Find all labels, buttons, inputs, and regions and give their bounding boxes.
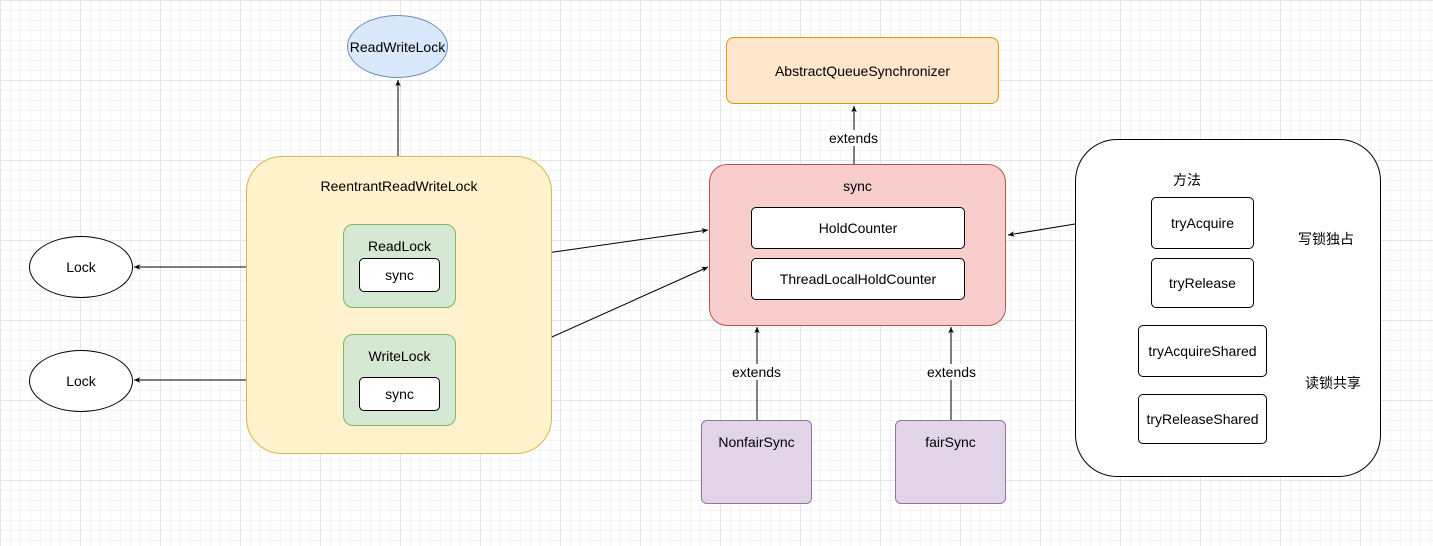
readlock-label: ReadLock (367, 238, 432, 254)
readwritelock-label: ReadWriteLock (349, 38, 446, 55)
holdcounter-label: HoldCounter (818, 220, 898, 236)
extends-label-aqs: extends (827, 130, 881, 146)
holdcounter-box[interactable]: HoldCounter (751, 207, 965, 249)
tryacquireshared-box[interactable]: tryAcquireShared (1138, 325, 1267, 377)
lock-node-top[interactable]: Lock (29, 236, 133, 298)
writelock-sync-box[interactable]: sync (359, 377, 440, 411)
tryacquireshared-label: tryAcquireShared (1148, 343, 1257, 359)
tryacquire-box[interactable]: tryAcquire (1151, 197, 1254, 249)
writelock-sync-label: sync (385, 386, 414, 402)
tryrelease-box[interactable]: tryRelease (1151, 258, 1254, 308)
methods-panel-title: 方法 (1173, 172, 1201, 188)
threadlocalholdcounter-label: ThreadLocalHoldCounter (779, 271, 937, 287)
readlock-sync-box[interactable]: sync (359, 258, 440, 292)
extends-label-fair: extends (925, 364, 979, 380)
lock-top-label: Lock (66, 259, 96, 275)
methods-to-sync-arrow (1007, 223, 1076, 237)
write-exclusive-label: 写锁独占 (1298, 231, 1354, 247)
tryacquire-label: tryAcquire (1170, 215, 1235, 231)
aqs-node[interactable]: AbstractQueueSynchronizer (726, 37, 999, 104)
readlock-sync-label: sync (385, 267, 414, 283)
readwritelock-node[interactable]: ReadWriteLock (347, 15, 448, 78)
threadlocalholdcounter-box[interactable]: ThreadLocalHoldCounter (751, 258, 965, 300)
lock-bottom-label: Lock (66, 373, 96, 389)
tryreleaseshared-box[interactable]: tryReleaseShared (1138, 394, 1267, 444)
fairsync-node[interactable]: fairSync (895, 420, 1006, 504)
fairsync-label: fairSync (925, 434, 976, 450)
read-shared-label: 读锁共享 (1305, 375, 1361, 391)
writelock-label: WriteLock (368, 348, 431, 364)
nonfairsync-label: NonfairSync (718, 434, 795, 450)
aqs-label: AbstractQueueSynchronizer (774, 62, 951, 79)
lock-node-bottom[interactable]: Lock (29, 350, 133, 412)
nonfairsync-node[interactable]: NonfairSync (701, 420, 812, 504)
tryrelease-label: tryRelease (1169, 275, 1236, 291)
sync-title: sync (843, 178, 872, 194)
tryreleaseshared-label: tryReleaseShared (1146, 411, 1259, 427)
extends-label-nonfair: extends (730, 364, 784, 380)
reentrantreadwritelock-label: ReentrantReadWriteLock (320, 178, 478, 194)
